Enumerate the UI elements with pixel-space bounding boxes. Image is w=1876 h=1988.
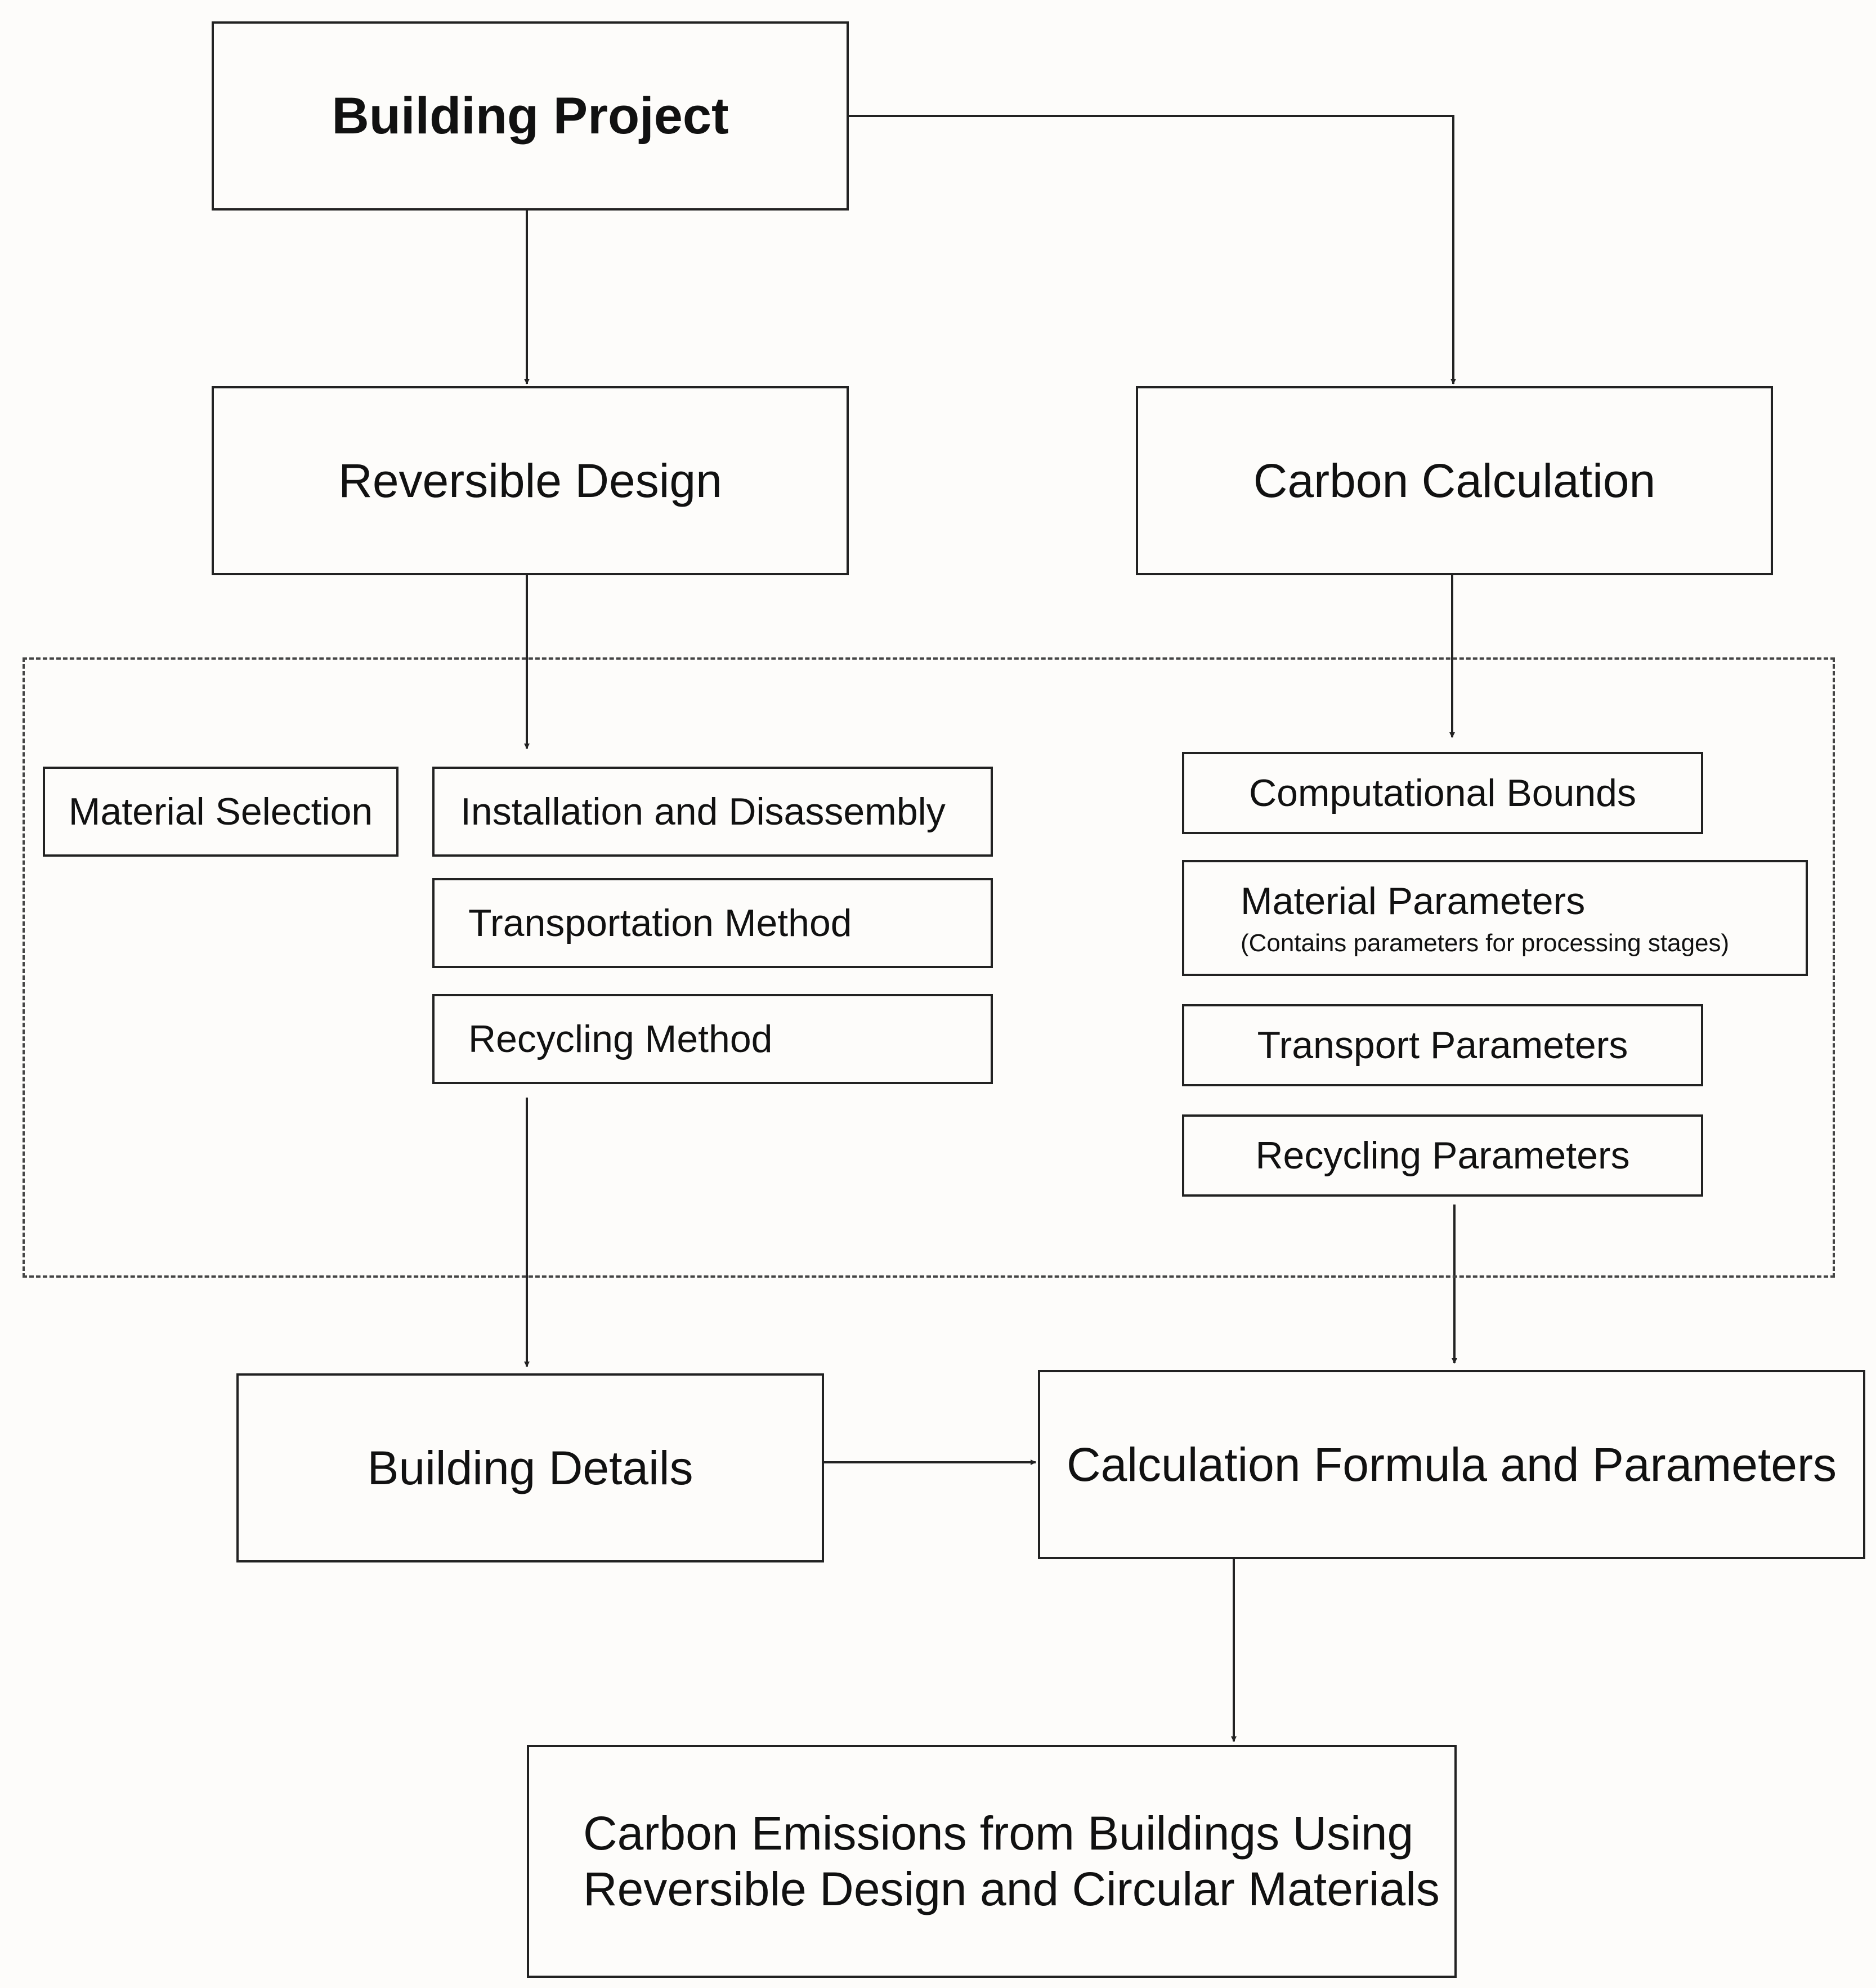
calculation-formula-box: Calculation Formula and Parameters xyxy=(1038,1370,1865,1559)
building-project-box: Building Project xyxy=(212,21,849,211)
recycling-parameters-box: Recycling Parameters xyxy=(1182,1114,1703,1197)
arrow-project-to-carbon-calculation xyxy=(849,115,1456,384)
carbon-calculation-box: Carbon Calculation xyxy=(1136,386,1773,575)
result-box: Carbon Emissions from Buildings Using Re… xyxy=(527,1745,1457,1978)
recycling-method-box: Recycling Method xyxy=(432,994,993,1084)
result-line-1: Carbon Emissions from Buildings Using xyxy=(583,1806,1414,1860)
material-parameters-note: (Contains parameters for processing stag… xyxy=(1241,929,1730,957)
building-details-box: Building Details xyxy=(236,1373,824,1562)
result-line-2: Reversible Design and Circular Materials xyxy=(583,1862,1440,1915)
computational-bounds-box: Computational Bounds xyxy=(1182,752,1703,834)
transport-parameters-box: Transport Parameters xyxy=(1182,1004,1703,1086)
transportation-method-box: Transportation Method xyxy=(432,878,993,968)
design-calculation-group xyxy=(23,657,1835,1278)
material-parameters-title: Material Parameters xyxy=(1241,880,1586,923)
material-parameters-box: Material Parameters (Contains parameters… xyxy=(1182,860,1808,976)
installation-disassembly-box: Installation and Disassembly xyxy=(432,767,993,857)
reversible-design-box: Reversible Design xyxy=(212,386,849,575)
material-selection-box: Material Selection xyxy=(43,767,399,857)
